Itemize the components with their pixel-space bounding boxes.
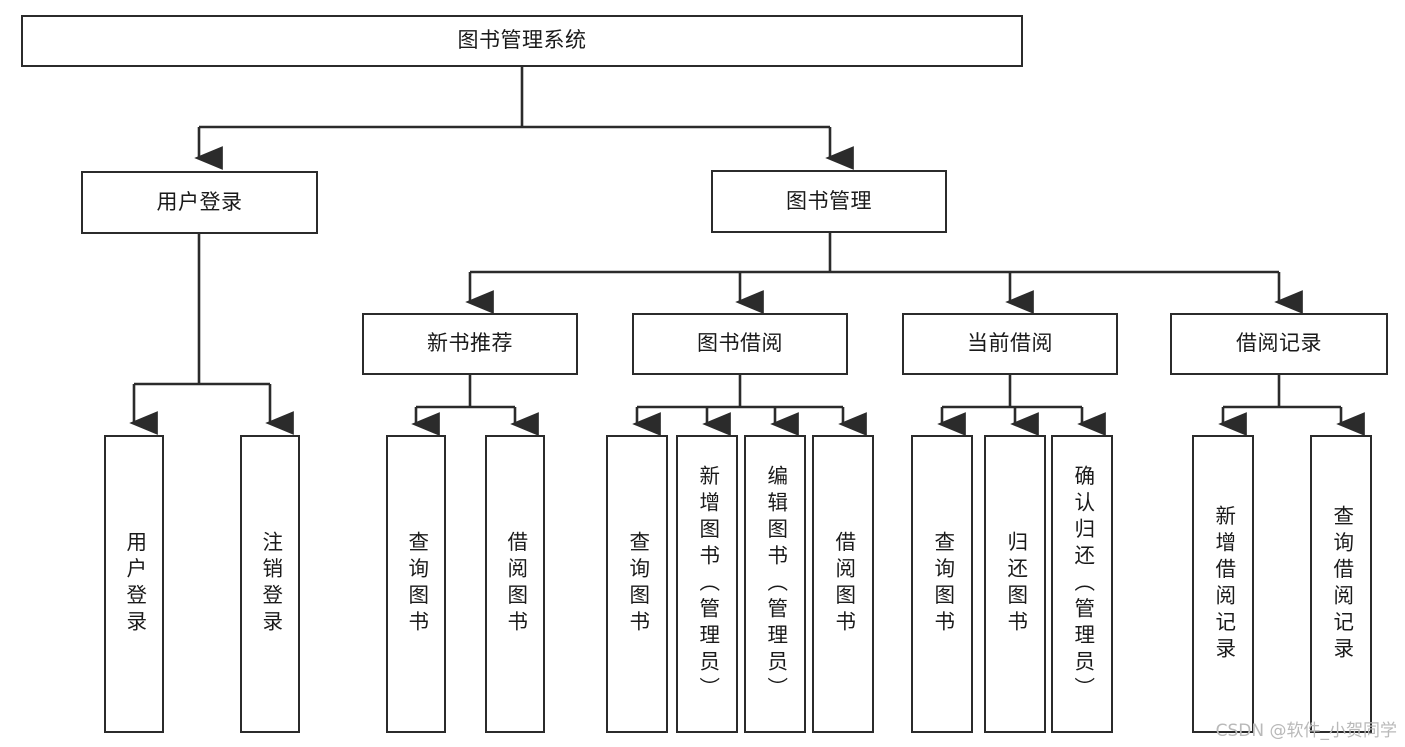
leaf-query-book-borrow[interactable]: 查询图书 (606, 435, 668, 733)
leaf-add-borrow-record[interactable]: 新增借阅记录 (1192, 435, 1254, 733)
leaf-label: 借阅图书 (503, 531, 528, 637)
leaf-query-book-recommend[interactable]: 查询图书 (386, 435, 446, 733)
leaf-label: 查询图书 (625, 531, 650, 637)
leaf-borrow-book-recommend[interactable]: 借阅图书 (485, 435, 545, 733)
leaf-label: 编辑图书（管理员） (763, 464, 788, 704)
leaf-borrow-book[interactable]: 借阅图书 (812, 435, 874, 733)
leaf-label: 借阅图书 (831, 531, 856, 637)
node-new-book-recommend[interactable]: 新书推荐 (362, 313, 578, 375)
watermark: CSDN @软件_小贺同学 (1215, 721, 1397, 741)
leaf-confirm-return-admin[interactable]: 确认归还（管理员） (1051, 435, 1113, 733)
leaf-label: 新增图书（管理员） (695, 464, 720, 704)
leaf-label: 新增借阅记录 (1211, 504, 1236, 664)
leaf-label: 用户登录 (122, 531, 147, 637)
node-root[interactable]: 图书管理系统 (21, 15, 1023, 67)
node-user-login[interactable]: 用户登录 (81, 171, 318, 234)
leaf-label: 确认归还（管理员） (1070, 464, 1095, 704)
leaf-logout[interactable]: 注销登录 (240, 435, 300, 733)
node-borrow-record[interactable]: 借阅记录 (1170, 313, 1388, 375)
node-current-borrow[interactable]: 当前借阅 (902, 313, 1118, 375)
leaf-label: 查询图书 (930, 531, 955, 637)
leaf-label: 查询借阅记录 (1329, 504, 1354, 664)
leaf-query-borrow-record[interactable]: 查询借阅记录 (1310, 435, 1372, 733)
node-book-borrow[interactable]: 图书借阅 (632, 313, 848, 375)
leaf-label: 注销登录 (258, 531, 283, 637)
leaf-label: 归还图书 (1003, 531, 1028, 637)
node-book-management[interactable]: 图书管理 (711, 170, 947, 233)
leaf-label: 查询图书 (404, 531, 429, 637)
leaf-add-book-admin[interactable]: 新增图书（管理员） (676, 435, 738, 733)
leaf-edit-book-admin[interactable]: 编辑图书（管理员） (744, 435, 806, 733)
leaf-return-book[interactable]: 归还图书 (984, 435, 1046, 733)
leaf-user-login[interactable]: 用户登录 (104, 435, 164, 733)
leaf-query-book-current[interactable]: 查询图书 (911, 435, 973, 733)
